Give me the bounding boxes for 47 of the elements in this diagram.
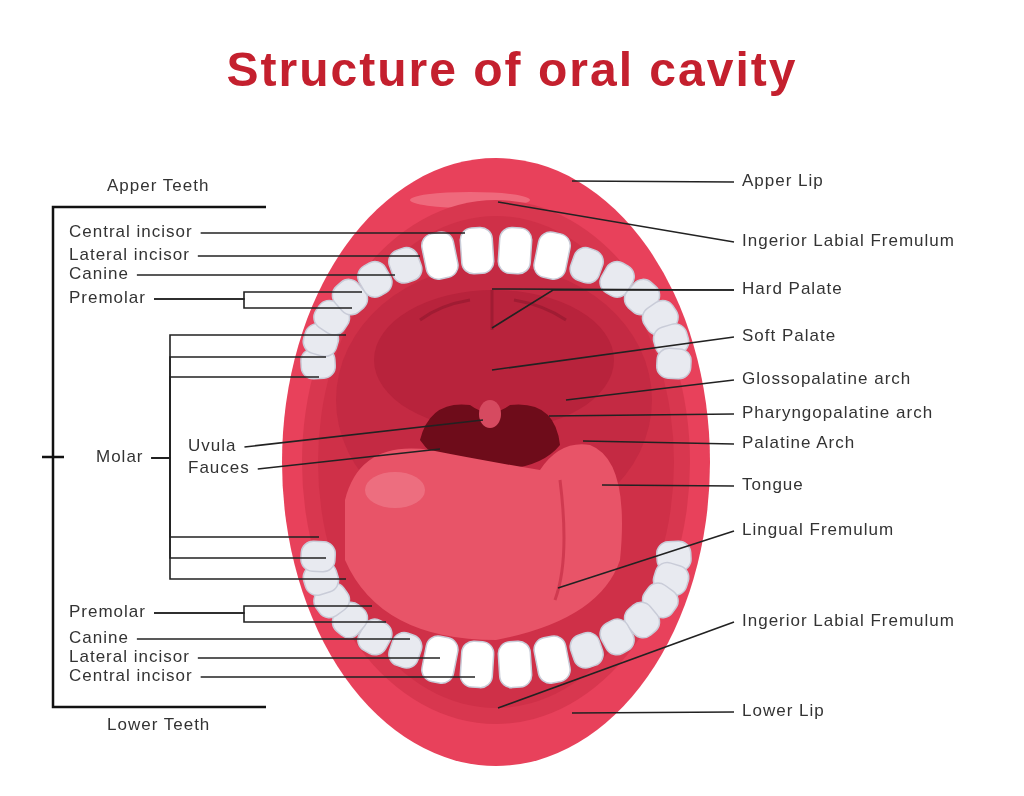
leader-line <box>136 638 411 640</box>
group-label: Lower Teeth <box>107 714 211 736</box>
leader-line <box>497 621 735 709</box>
leader-line <box>497 201 735 243</box>
part-label: Premolar <box>69 601 146 623</box>
part-label: Soft Palate <box>742 325 837 347</box>
part-label: Ingerior Labial Fremulum <box>742 610 955 632</box>
diagram-title: Structure of oral cavity <box>225 42 799 97</box>
part-label: Pharyngopalatine arch <box>742 402 934 424</box>
leader-line <box>557 530 735 589</box>
leader-line <box>153 612 387 623</box>
part-label: Central incisor <box>69 221 193 243</box>
part-label: Canine <box>69 627 129 649</box>
leader-line <box>571 711 735 714</box>
part-label: Central incisor <box>69 665 193 687</box>
leader-line <box>601 484 735 487</box>
leader-line <box>136 274 396 276</box>
leader-line <box>199 676 476 678</box>
part-label: Fauces <box>188 457 250 479</box>
leader-line <box>197 255 421 257</box>
part-label: Tongue <box>742 474 804 496</box>
part-label: Lingual Fremulum <box>742 519 895 541</box>
leader-line <box>256 448 441 470</box>
leader-line <box>243 419 484 448</box>
leader-line <box>491 289 735 329</box>
part-label: Glossopalatine arch <box>742 368 912 390</box>
leader-line <box>153 298 353 309</box>
part-label: Lateral incisor <box>69 244 190 266</box>
leader-line <box>150 457 347 580</box>
leader-line <box>491 336 735 371</box>
part-label: Lateral incisor <box>69 646 190 668</box>
leader-line <box>565 379 735 401</box>
leader-line <box>548 413 735 417</box>
part-label: Canine <box>69 263 129 285</box>
part-label: Lower Lip <box>742 700 825 722</box>
leader-line <box>197 657 441 659</box>
leader-line <box>571 180 735 183</box>
leader-line <box>582 440 735 445</box>
part-label: Ingerior Labial Fremulum <box>742 230 955 252</box>
part-label: Apper Lip <box>742 170 824 192</box>
part-label: Premolar <box>69 287 146 309</box>
group-label: Apper Teeth <box>107 175 210 197</box>
part-label: Hard Palate <box>742 278 843 300</box>
part-label: Uvula <box>188 435 237 457</box>
part-label: Palatine Arch <box>742 432 856 454</box>
part-label: Molar <box>96 446 144 468</box>
leader-line <box>199 232 466 234</box>
